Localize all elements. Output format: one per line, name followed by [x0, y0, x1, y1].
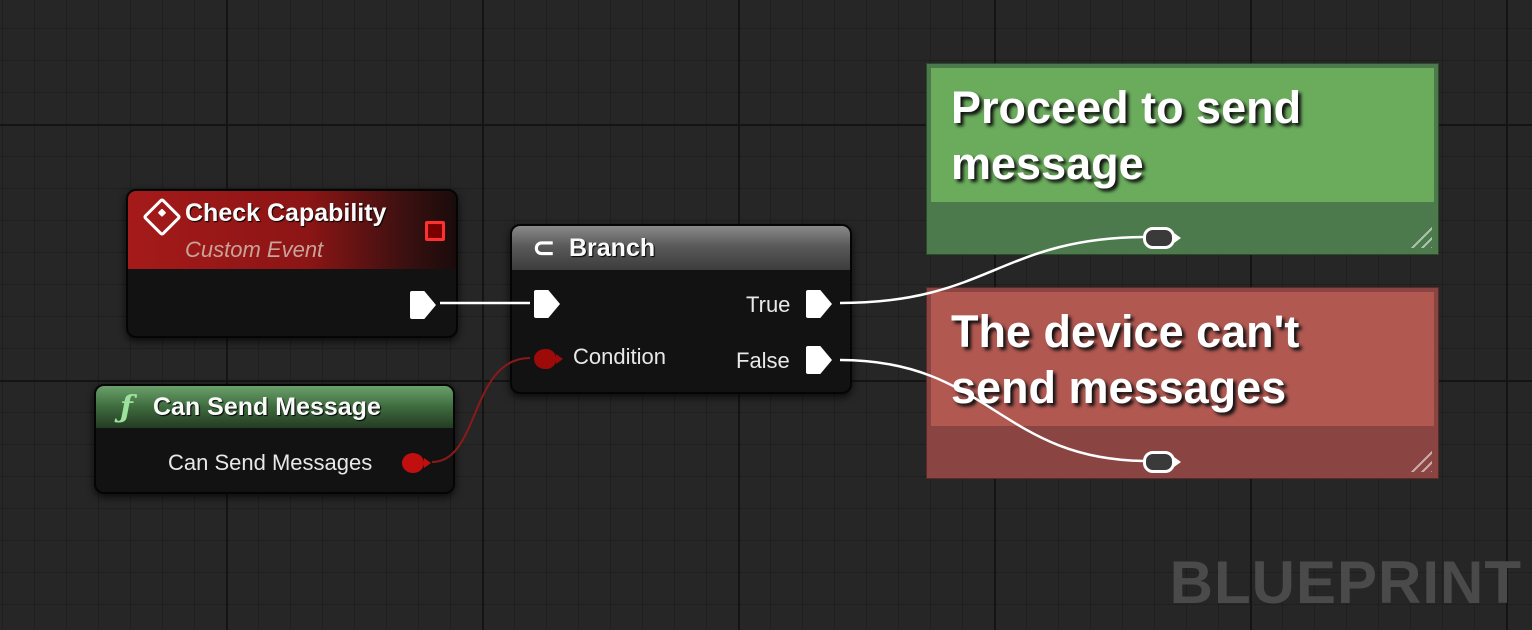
resize-grip-icon[interactable] — [1408, 224, 1432, 248]
node-title: Branch — [569, 234, 656, 262]
function-icon: ƒ — [120, 390, 133, 425]
output-pin-label: Can Send Messages — [168, 450, 373, 475]
delegate-pin-icon[interactable] — [425, 221, 445, 241]
resize-grip-icon[interactable] — [1408, 448, 1432, 472]
branch-node[interactable]: ⊂ Branch Condition True False — [510, 224, 852, 394]
comment-box-cannot-send[interactable]: The device can't send messages — [926, 287, 1439, 479]
branch-icon: ⊂ — [532, 232, 556, 263]
reroute-node-false[interactable] — [1143, 451, 1181, 473]
event-diamond-icon — [142, 197, 182, 237]
true-exec-pin[interactable] — [806, 290, 832, 318]
node-header[interactable]: Check Capability Custom Event — [128, 191, 456, 269]
blueprint-watermark: BLUEPRINT — [1169, 549, 1522, 616]
comment-title[interactable]: The device can't send messages — [931, 292, 1434, 426]
exec-out-pin[interactable] — [410, 291, 436, 319]
node-title: Check Capability — [185, 199, 387, 227]
false-pin-label: False — [736, 348, 790, 373]
node-header[interactable]: ⊂ Branch — [512, 226, 850, 270]
node-header[interactable]: ƒ Can Send Message — [96, 386, 453, 428]
comment-box-proceed[interactable]: Proceed to send message — [926, 63, 1439, 255]
custom-event-node[interactable]: Check Capability Custom Event — [126, 189, 458, 338]
bool-output-pin[interactable] — [402, 453, 431, 473]
condition-pin-label: Condition — [573, 344, 666, 369]
function-call-node[interactable]: ƒ Can Send Message Can Send Messages — [94, 384, 455, 494]
true-pin-label: True — [746, 292, 791, 317]
false-exec-pin[interactable] — [806, 346, 832, 374]
reroute-node-true[interactable] — [1143, 227, 1181, 249]
comment-title[interactable]: Proceed to send message — [931, 68, 1434, 202]
node-subtitle: Custom Event — [185, 237, 324, 262]
node-title: Can Send Message — [153, 393, 381, 421]
exec-in-pin[interactable] — [534, 290, 560, 318]
condition-pin[interactable] — [534, 349, 563, 369]
